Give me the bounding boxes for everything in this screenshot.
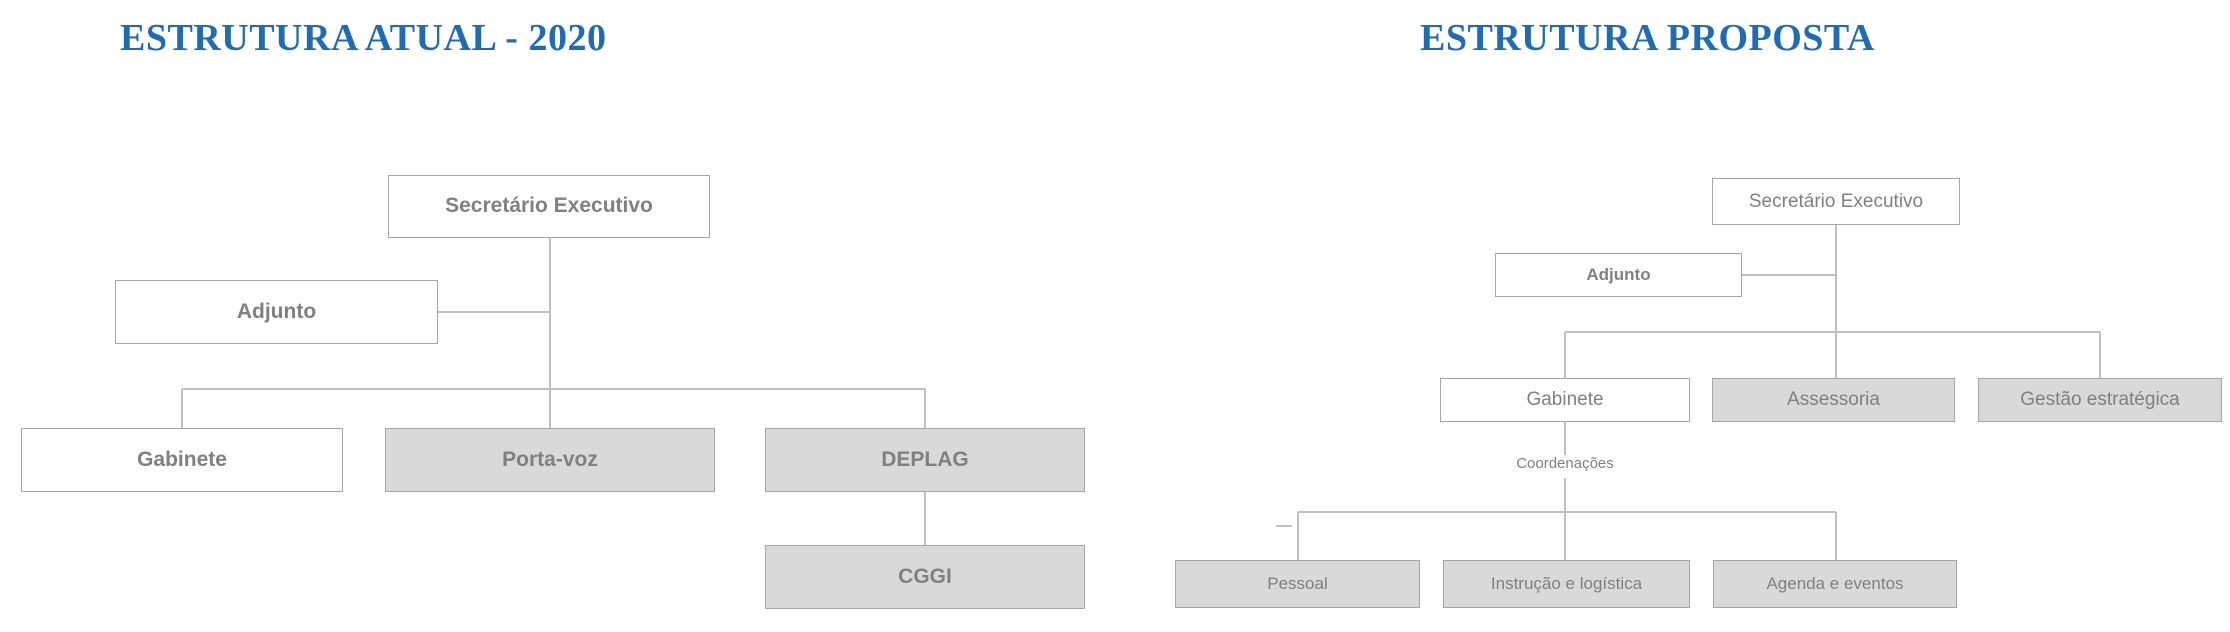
node-cggi-current[interactable]: CGGI (765, 545, 1085, 609)
node-gabinete-proposed[interactable]: Gabinete (1440, 378, 1690, 422)
left-chart-title: ESTRUTURA ATUAL - 2020 (120, 17, 607, 59)
node-assessoria-proposed[interactable]: Assessoria (1712, 378, 1955, 422)
node-agenda-eventos-proposed[interactable]: Agenda e eventos (1713, 560, 1957, 608)
node-adjunto-proposed[interactable]: Adjunto (1495, 253, 1742, 297)
node-instrucao-logistica-proposed[interactable]: Instrução e logística (1443, 560, 1690, 608)
node-gestao-estrategica-proposed[interactable]: Gestão estratégica (1978, 378, 2222, 422)
node-secretario-executivo-current[interactable]: Secretário Executivo (388, 175, 710, 238)
node-secretario-executivo-proposed[interactable]: Secretário Executivo (1712, 178, 1960, 225)
right-chart-title: ESTRUTURA PROPOSTA (1420, 17, 1875, 59)
node-pessoal-proposed[interactable]: Pessoal (1175, 560, 1420, 608)
node-gabinete-current[interactable]: Gabinete (21, 428, 343, 492)
node-porta-voz-current[interactable]: Porta-voz (385, 428, 715, 492)
node-deplag-current[interactable]: DEPLAG (765, 428, 1085, 492)
label-coordenacoes: Coordenações (1516, 455, 1614, 472)
node-adjunto-current[interactable]: Adjunto (115, 280, 438, 344)
